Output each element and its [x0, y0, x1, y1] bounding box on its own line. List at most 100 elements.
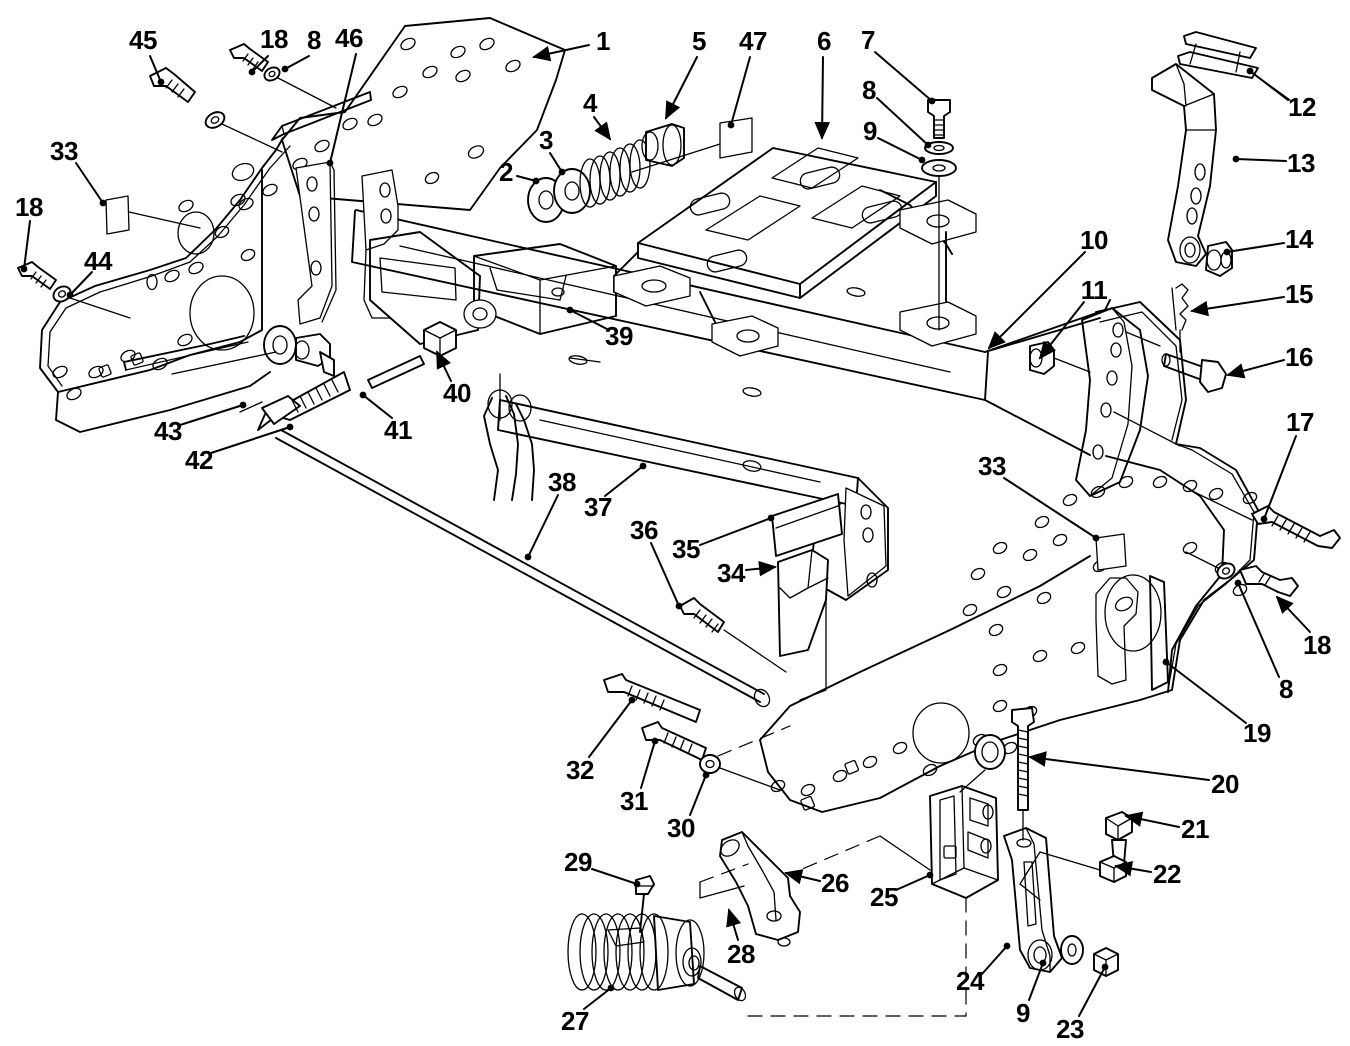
leader-line-9: [877, 137, 923, 161]
leader-line-21: [1124, 811, 1180, 828]
gusset-plates: [295, 161, 399, 325]
callout-number-28: 28: [727, 939, 755, 969]
leader-line-24: [981, 945, 1008, 975]
leader-dot-8: [924, 141, 932, 149]
center-housing: [369, 231, 617, 357]
leader-dot-13: [1232, 155, 1240, 163]
leader-line-45: [149, 55, 162, 83]
callout-number-11: 11: [1080, 275, 1108, 305]
leader-dot-33: [99, 199, 107, 207]
callout-number-4: 4: [583, 88, 597, 118]
leader-dot-18: [20, 265, 28, 273]
callout-number-37: 37: [584, 492, 612, 522]
leader-line-38: [527, 494, 559, 558]
leader-dot-19: [1162, 658, 1170, 666]
leader-dot-29: [633, 880, 641, 888]
bolt-18-44-left: [17, 261, 131, 319]
callout-number-8: 8: [307, 25, 321, 55]
leader-line-28: [726, 908, 742, 941]
leader-dot-9: [918, 156, 926, 164]
callout-number-26: 26: [821, 868, 849, 898]
callout-number-31: 31: [620, 786, 648, 816]
leader-line-33: [75, 162, 104, 204]
leader-line-20: [1028, 751, 1210, 781]
callout-number-29: 29: [564, 847, 592, 877]
leader-line-46: [329, 53, 357, 164]
leader-line-42: [210, 426, 291, 454]
leader-dot-8: [1234, 579, 1242, 587]
leader-line-33: [1003, 477, 1097, 539]
callout-number-3: 3: [539, 125, 553, 155]
callout-number-1: 1: [596, 26, 610, 56]
leader-dot-41: [359, 391, 367, 399]
callout-number-10: 10: [1080, 225, 1108, 255]
leader-dot-46: [326, 159, 334, 167]
decal-33-left: [105, 195, 201, 235]
callout-number-13: 13: [1287, 148, 1315, 178]
callout-number-23: 23: [1056, 1014, 1084, 1044]
leader-dot-42: [286, 423, 294, 431]
leader-dot-27: [607, 984, 615, 992]
leader-dot-47: [727, 121, 735, 129]
leader-line-14: [1226, 242, 1285, 253]
callout-number-14: 14: [1285, 224, 1313, 254]
callout-number-7: 7: [861, 25, 875, 55]
callout-number-17: 17: [1286, 407, 1314, 437]
leader-dot-38: [524, 553, 532, 561]
leader-line-8: [876, 97, 929, 146]
leader-line-1: [532, 44, 590, 62]
bolt-45: [149, 67, 283, 153]
leader-dot-44: [66, 291, 74, 299]
decal-33-right: [1095, 533, 1127, 571]
leader-line-41: [362, 394, 393, 419]
leader-line-11: [1038, 301, 1085, 360]
decal-47: [631, 117, 753, 173]
leader-line-18: [251, 55, 269, 73]
leader-line-18: [1275, 595, 1311, 633]
callout-number-34: 34: [717, 558, 745, 588]
leader-line-15: [1190, 296, 1285, 317]
callout-number-18: 18: [260, 24, 288, 54]
callout-number-8: 8: [862, 75, 876, 105]
leader-line-47: [730, 56, 751, 126]
leader-dot-32: [628, 696, 636, 704]
leader-line-31: [640, 740, 656, 789]
bolt-32: [603, 673, 701, 723]
leader-dot-14: [1223, 248, 1231, 256]
leader-dot-9: [1039, 959, 1047, 967]
leader-line-27: [583, 987, 612, 1010]
spring-assembly: [527, 123, 685, 223]
leader-line-40: [436, 350, 452, 382]
leader-line-9: [1028, 962, 1044, 1001]
callout-number-41: 41: [384, 415, 412, 445]
callout-number-43: 43: [154, 416, 182, 446]
leader-dot-2: [532, 177, 540, 185]
roller-spring-27: [567, 875, 747, 1002]
callout-number-27: 27: [561, 1006, 589, 1036]
callout-number-38: 38: [548, 467, 576, 497]
wedge-34: [777, 549, 829, 701]
bolt-17: [1189, 489, 1341, 549]
bolt-18-right: [1185, 551, 1299, 597]
leader-line-7: [874, 51, 933, 102]
leader-line-6: [814, 56, 830, 140]
leader-dot-24: [1003, 942, 1011, 950]
leader-line-18: [23, 220, 31, 270]
callout-number-32: 32: [566, 755, 594, 785]
leader-line-36: [650, 542, 680, 607]
callout-number-5: 5: [692, 26, 706, 56]
leader-line-34: [745, 560, 777, 577]
leader-dot-39: [566, 306, 574, 314]
rod-43: [123, 335, 249, 371]
leader-dot-35: [767, 514, 775, 522]
leader-dot-8: [281, 65, 289, 73]
callout-number-6: 6: [817, 26, 831, 56]
callout-number-16: 16: [1285, 342, 1313, 372]
leader-dot-25: [926, 871, 934, 879]
callout-number-35: 35: [672, 534, 700, 564]
leader-line-29: [591, 868, 638, 885]
leader-dot-37: [639, 462, 647, 470]
leader-line-16: [1226, 359, 1285, 379]
tube-41: [367, 355, 425, 389]
